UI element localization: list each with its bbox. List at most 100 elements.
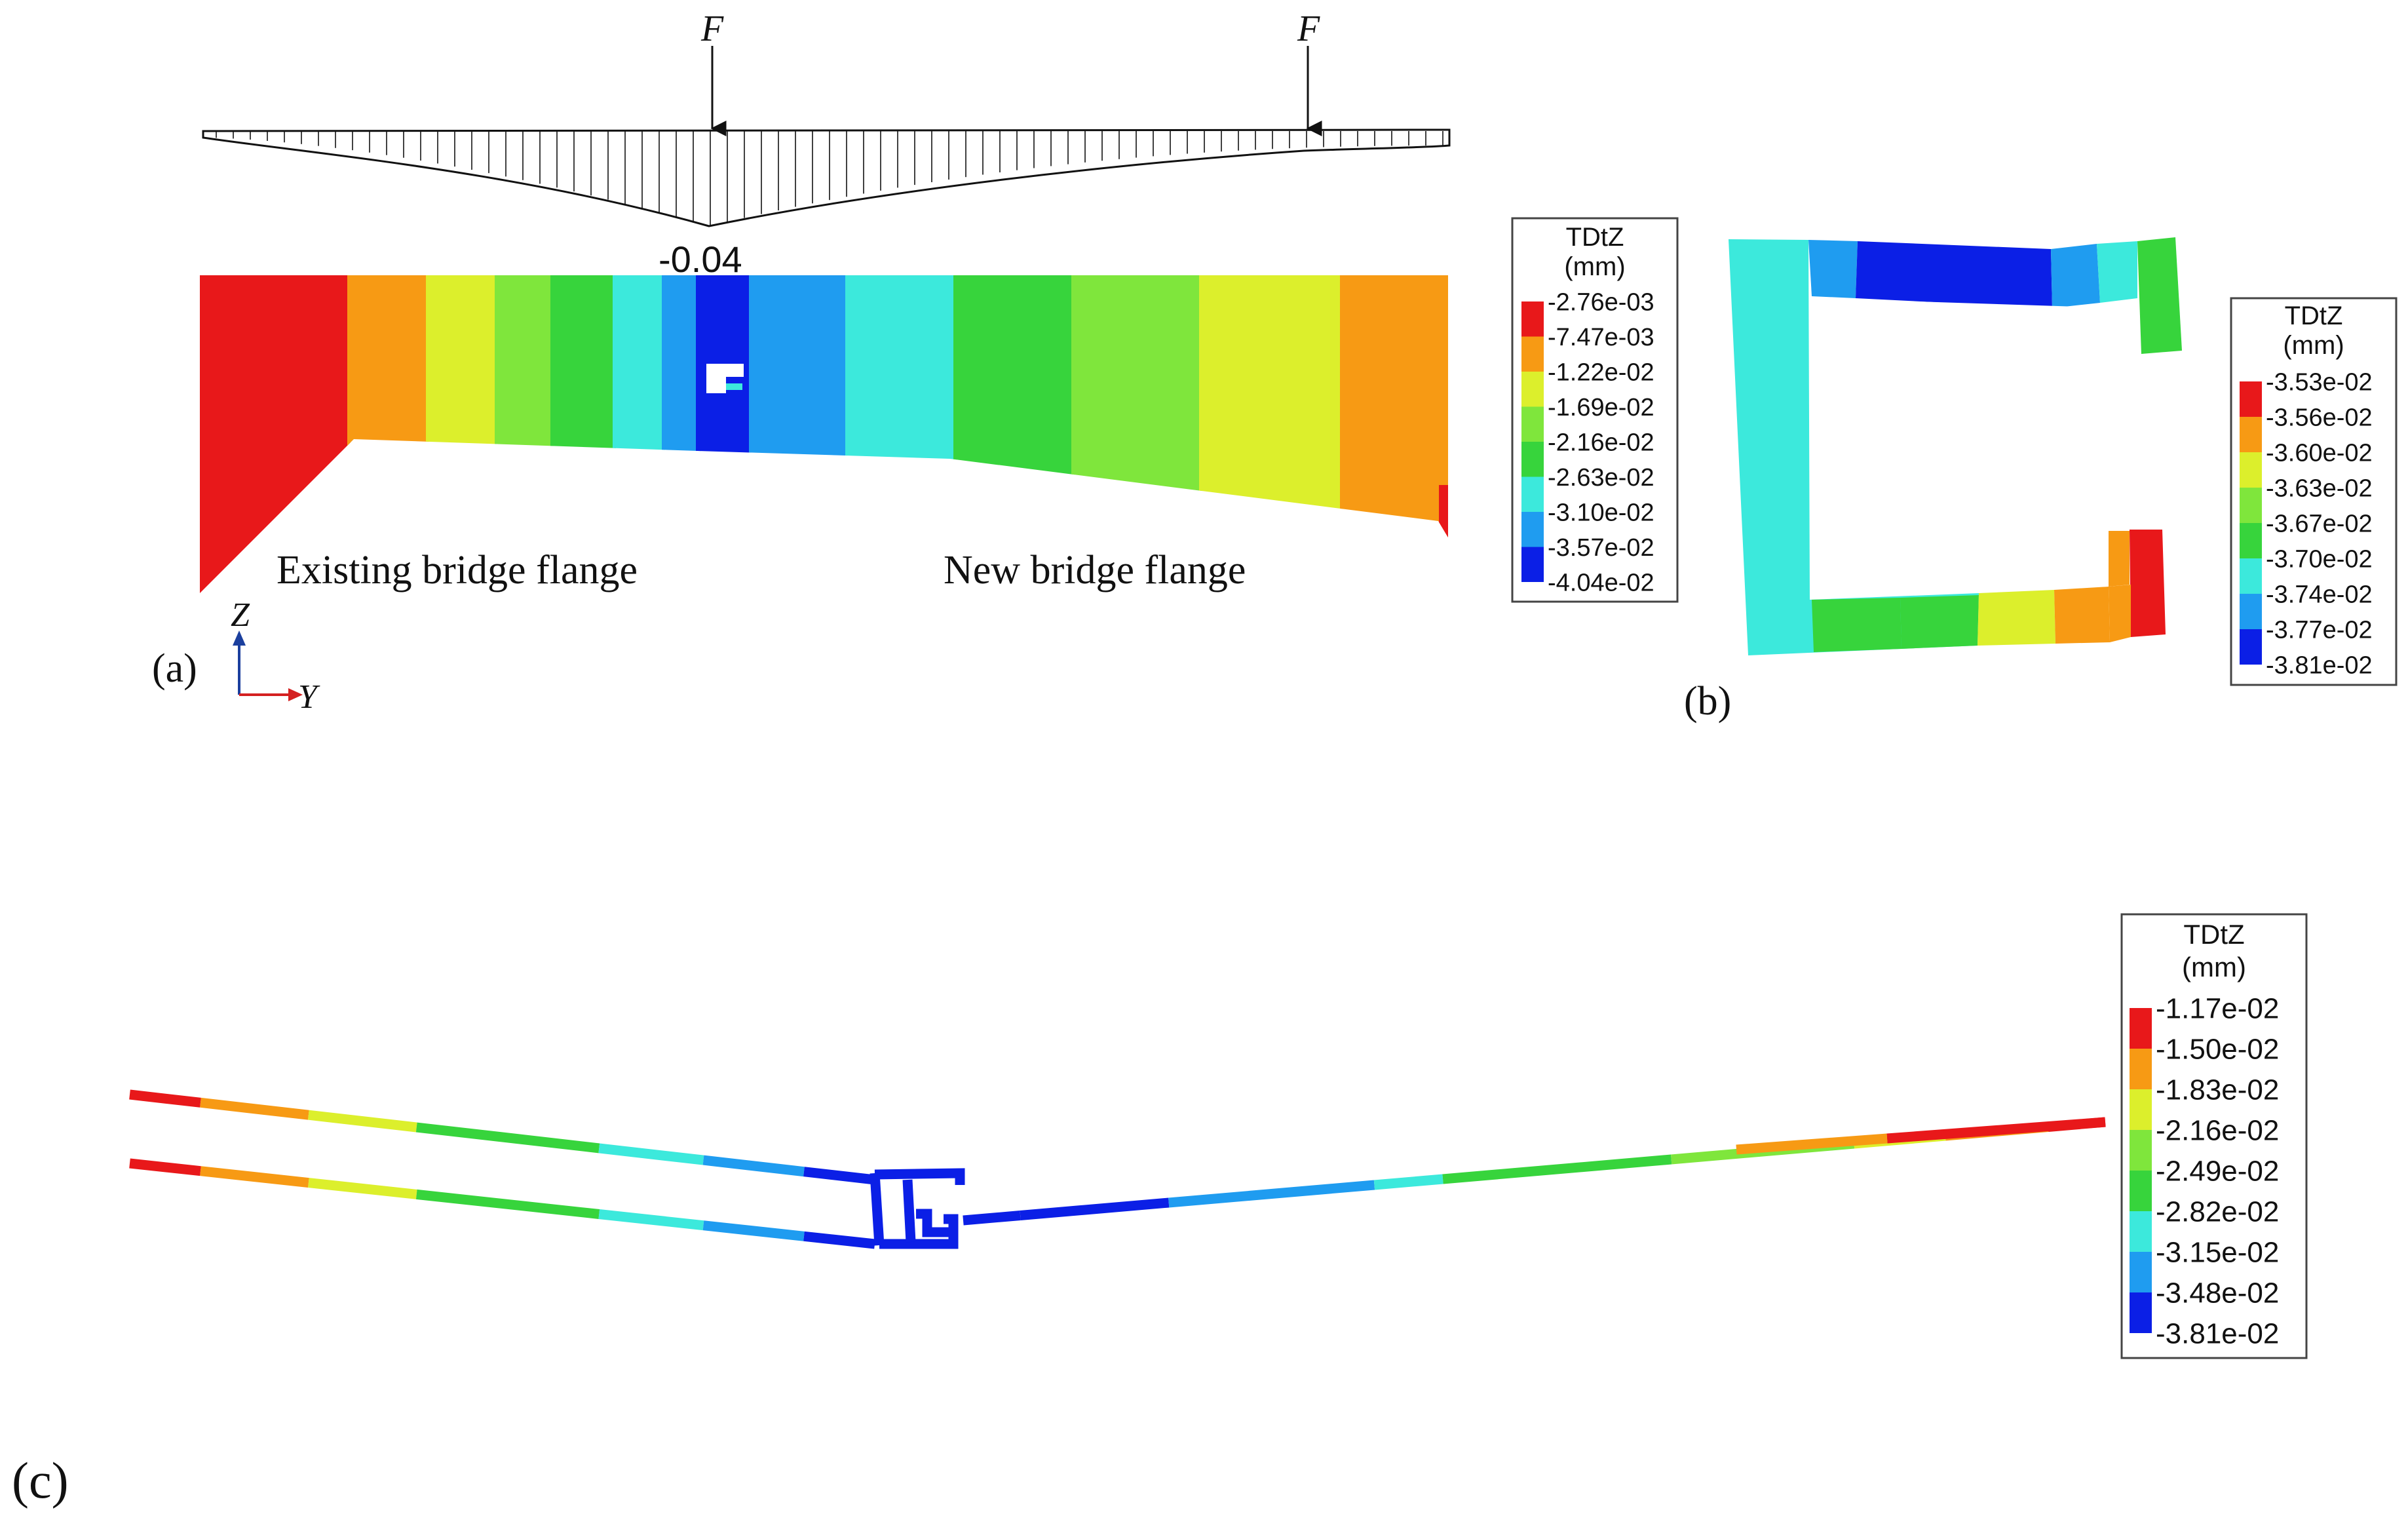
legend-value: -1.50e-02	[2156, 1033, 2279, 1065]
deformed-segment	[129, 1158, 201, 1176]
legend-swatch	[2240, 417, 2262, 452]
legend-value: -3.70e-02	[2266, 545, 2373, 573]
legend-b-unit: (mm)	[2283, 331, 2344, 360]
legend-value: -1.69e-02	[1548, 394, 1654, 421]
legend-value: -2.76e-03	[1548, 288, 1654, 316]
deformed-segment	[1020, 1197, 1170, 1220]
deformed-segment	[415, 1122, 600, 1154]
new-flange-label: New bridge flange	[944, 548, 1246, 592]
legend-value: -3.60e-02	[2266, 439, 2373, 467]
legend-c-unit: (mm)	[2182, 952, 2246, 982]
deformed-segment	[702, 1155, 805, 1177]
legend-swatch	[1521, 547, 1544, 582]
legend-swatch	[2130, 1292, 2152, 1333]
legend-swatch	[1521, 512, 1544, 547]
panel-a: F F -0.04 Existing bridge flange	[152, 9, 1451, 716]
legend-swatch	[1521, 442, 1544, 477]
legend-swatch	[2240, 452, 2262, 488]
deformed-segment	[308, 1178, 417, 1199]
legend-c: TDtZ (mm) -1.17e-02 -1.50e-02 -1.83e-02 -2.…	[2120, 913, 2308, 1359]
legend-value: -1.22e-02	[1548, 359, 1654, 386]
peak-deflection-value: -0.04	[659, 239, 742, 280]
legend-swatch	[2240, 381, 2262, 417]
legend-value: -3.10e-02	[1548, 499, 1654, 526]
legend-c-title: TDtZ	[2183, 919, 2244, 950]
legend-value: -2.63e-02	[1548, 464, 1654, 492]
force-label-left: F	[700, 9, 724, 49]
legend-swatch	[2240, 558, 2262, 594]
legend-c-swatches	[2130, 1008, 2152, 1333]
legend-b: TDtZ (mm) -3.53e-02-3.56e-02-3.60e-02-3.…	[2230, 297, 2398, 686]
legend-swatch	[2130, 1008, 2152, 1049]
legend-value: -3.57e-02	[1548, 534, 1654, 562]
legend-swatch	[2130, 1130, 2152, 1171]
legend-swatch	[2240, 629, 2262, 665]
legend-value: -4.04e-02	[1548, 569, 1654, 596]
deformed-segment	[200, 1097, 309, 1120]
deformed-segment	[803, 1167, 875, 1185]
legend-value: -3.67e-02	[2266, 510, 2373, 537]
legend-b-swatches	[2240, 381, 2262, 665]
deflection-ordinates	[216, 131, 1443, 226]
legend-value: -3.81e-02	[2266, 651, 2373, 679]
legend-value: -3.48e-02	[2156, 1277, 2279, 1309]
legend-swatch	[2130, 1089, 2152, 1130]
deformed-segment	[598, 1143, 704, 1165]
legend-value: -3.15e-02	[2156, 1236, 2279, 1268]
deformed-section-lines	[129, 1089, 2106, 1249]
legend-swatch	[1521, 406, 1544, 442]
deformed-segment	[1168, 1180, 1375, 1208]
legend-a-unit: (mm)	[1564, 252, 1625, 281]
deflection-outline	[202, 128, 1451, 227]
legend-swatch	[2130, 1211, 2152, 1252]
force-label-right: F	[1297, 9, 1320, 49]
legend-a-swatches	[1521, 301, 1544, 582]
legend-swatch	[2240, 594, 2262, 629]
legend-swatch	[1521, 301, 1544, 337]
legend-value: -2.49e-02	[2156, 1155, 2279, 1187]
deflection-diagram: F F -0.04	[202, 9, 1451, 280]
legend-a-title: TDtZ	[1566, 223, 1624, 252]
legend-value: -3.81e-02	[2156, 1317, 2279, 1349]
connector-box	[870, 1168, 965, 1249]
legend-swatch	[2130, 1252, 2152, 1292]
legend-value: -3.74e-02	[2266, 581, 2373, 608]
legend-value: -3.63e-02	[2266, 475, 2373, 502]
axis-y-label: Y	[298, 678, 320, 716]
legend-swatch	[2240, 488, 2262, 523]
axis-z-label: Z	[231, 596, 250, 634]
legend-swatch	[1521, 372, 1544, 407]
panel-c: (c)	[12, 1089, 2106, 1509]
legend-value: -2.16e-02	[1548, 429, 1654, 456]
deformed-segment	[598, 1209, 704, 1231]
legend-swatch	[2130, 1171, 2152, 1211]
deformed-segment	[308, 1110, 417, 1133]
deformed-segment	[1736, 1133, 1888, 1155]
legend-value: -2.82e-02	[2156, 1195, 2279, 1228]
deformed-segment	[963, 1211, 1021, 1226]
deformed-segment	[803, 1231, 875, 1249]
deformed-segment	[1886, 1117, 2106, 1144]
legend-value: -3.56e-02	[2266, 404, 2373, 431]
deformed-segment	[200, 1166, 309, 1188]
legend-swatch	[2240, 523, 2262, 558]
deformed-segment	[1442, 1154, 1672, 1184]
legend-swatch	[2130, 1049, 2152, 1089]
panel-c-label: (c)	[12, 1452, 69, 1509]
section-c-contour	[1729, 237, 2182, 655]
legend-swatch	[1521, 476, 1544, 512]
deformed-segment	[415, 1189, 600, 1219]
legend-value: -1.17e-02	[2156, 992, 2279, 1024]
axis-triad: Z Y	[231, 596, 320, 716]
deformed-segment	[1373, 1174, 1443, 1190]
legend-c-values: -1.17e-02 -1.50e-02 -1.83e-02 -2.16e-02 -2.4…	[2156, 992, 2279, 1349]
legend-value: -1.83e-02	[2156, 1074, 2279, 1106]
legend-value: -3.77e-02	[2266, 616, 2373, 644]
legend-value: -2.16e-02	[2156, 1114, 2279, 1146]
legend-value: -7.47e-03	[1548, 324, 1654, 351]
legend-value: -3.53e-02	[2266, 368, 2373, 396]
legend-b-title: TDtZ	[2285, 301, 2343, 330]
legend-b-values: -3.53e-02 -3.56e-02 -3.60e-02 -3.63e-02 -3.6…	[2266, 368, 2373, 679]
existing-flange-label: Existing bridge flange	[277, 548, 638, 592]
